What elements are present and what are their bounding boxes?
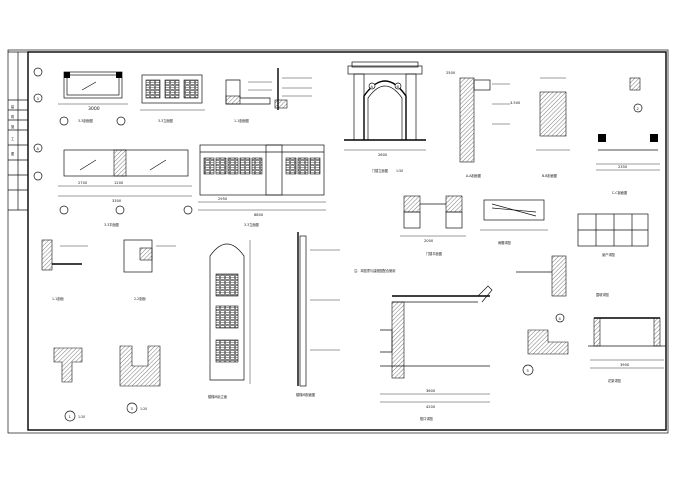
caption-p5: 3-3立面图 xyxy=(244,222,259,227)
dim-2500: 2500 xyxy=(446,71,456,75)
garden-frame: 3900 花架详图 围墙详图 xyxy=(588,292,666,383)
strip-char-4: 工 xyxy=(11,137,15,141)
bubble-A: A xyxy=(37,147,40,151)
dim-2700: 2700 xyxy=(78,181,88,185)
strip-char-2: 筑 xyxy=(11,114,15,119)
axis-bubble xyxy=(116,116,126,126)
dim-6800: 6800 xyxy=(254,213,264,217)
bubble-A: A xyxy=(371,85,374,89)
dim-1200: 1200 xyxy=(114,181,124,185)
caption-p1: 3-3剖面图 xyxy=(78,118,93,123)
step-detail: 5 xyxy=(522,329,569,376)
plan-top-left: 3000 3 3-3剖面图 xyxy=(33,67,128,126)
plan-mid-left: A 2700 1200 3300 3-3平面图 xyxy=(33,143,193,227)
axis-bubble xyxy=(33,67,43,77)
caption-p2: 3-3立面图 xyxy=(158,118,173,123)
section-aa: 2500 A-A剖面图 xyxy=(446,71,510,178)
bubble-label: 2 xyxy=(637,107,639,111)
caption-fence: 花架详图 xyxy=(608,378,621,383)
title-strip: 建 筑 施 工 图 xyxy=(8,51,28,211)
section-leaders xyxy=(274,68,312,110)
dim-3900: 3900 xyxy=(620,363,630,367)
elevation-mid: 2950 6800 3-3立面图 xyxy=(198,144,326,227)
bubble-5: 5 xyxy=(527,369,529,373)
detail-2: 3 1:20 xyxy=(119,345,161,414)
caption-p4: 3-3平面图 xyxy=(104,223,119,227)
bubble-4: 4 xyxy=(559,317,562,321)
caption-b1: 1-1剖面 xyxy=(52,296,64,301)
caption-gate-elev: 门楼立面图 xyxy=(372,168,388,173)
bubble-1: 1 xyxy=(69,415,71,419)
caption-aa: A-A剖面图 xyxy=(466,173,481,178)
axis-bubble xyxy=(33,93,43,103)
caption-canopy: 雨棚详图 xyxy=(498,240,511,245)
inner-frame xyxy=(27,51,667,431)
axis-bubble xyxy=(59,116,69,126)
scale-label: 1:20 xyxy=(78,415,85,419)
scale-label: 1:20 xyxy=(140,407,147,411)
dim-2950: 2950 xyxy=(218,197,228,201)
bubble-3: 3 xyxy=(131,407,133,411)
cornice-right: 4 xyxy=(516,255,567,323)
caption-b2: 2-2剖面 xyxy=(134,296,146,301)
caption-eaves: 檐口详图 xyxy=(420,416,433,421)
eaves-section: 3600 4200 檐口详图 注：本图须与建施图配合使用 xyxy=(354,268,493,421)
dim-2350: 2350 xyxy=(618,165,628,169)
bubble-B: B xyxy=(397,85,400,89)
strip-char-3: 施 xyxy=(11,124,15,129)
caption-garden: 围墙详图 xyxy=(596,292,609,297)
caption-bb: B-B剖面图 xyxy=(542,173,557,178)
dim-3300: 3300 xyxy=(112,199,122,203)
dim-4200: 4200 xyxy=(426,405,436,409)
caption-stair-sec: 楼梯间剖面图 xyxy=(296,392,315,397)
elevation-small: 3-3立面图 xyxy=(140,74,205,123)
caption-cc: C-C剖面图 xyxy=(612,190,627,195)
strip-char-1: 建 xyxy=(11,104,15,109)
canopy-detail: 雨棚详图 xyxy=(480,199,548,245)
caption-gate-plan: 门楼平面图 xyxy=(426,251,442,256)
dim-3600: 3600 xyxy=(426,389,436,393)
dim-2000: 2000 xyxy=(424,239,434,243)
note-text: 注：本图须与建施图配合使用 xyxy=(354,268,395,273)
section-low-mid: 2-2剖面 xyxy=(123,239,176,301)
dim-2600: 2600 xyxy=(378,153,388,157)
window-detail: 窗户详图 xyxy=(577,213,649,257)
section-cc: 2350 C-C剖面图 xyxy=(596,134,660,195)
scale-label: 1:50 xyxy=(396,169,403,173)
bubble-label: 3 xyxy=(37,97,39,101)
caption-win: 窗户详图 xyxy=(602,252,615,257)
caption-stair: 楼梯间北立面 xyxy=(208,394,227,399)
elev-3500: 3.500 xyxy=(510,101,521,105)
arch-gate-elevation: A B 2600 门楼立面图 1:50 xyxy=(344,61,426,173)
gate-plan: 2000 门楼平面图 xyxy=(400,195,466,256)
stair-elevation: 楼梯间北立面 xyxy=(208,240,251,399)
strip-char-5: 图 xyxy=(11,152,14,156)
section-small: 1-1剖面图 xyxy=(225,79,272,123)
section-low-left: 1-1剖面 xyxy=(41,239,88,301)
caption-p3: 1-1剖面图 xyxy=(234,118,249,123)
cornice-detail: 2 xyxy=(629,77,643,113)
stair-section: 楼梯间剖面图 xyxy=(296,232,340,397)
section-bb: 3.500 B-B剖面图 xyxy=(510,77,570,178)
detail-1: 1 1:20 xyxy=(53,347,85,422)
sheet-border xyxy=(7,49,669,434)
dim-3000: 3000 xyxy=(88,106,100,112)
